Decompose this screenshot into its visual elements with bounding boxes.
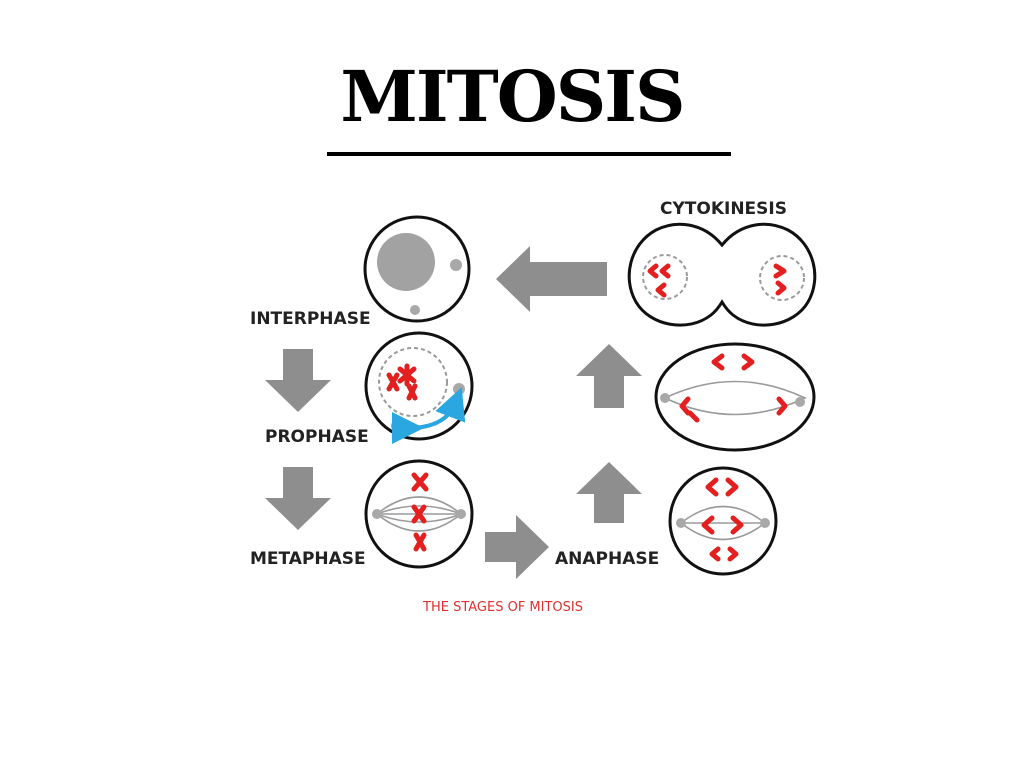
arrow-up-icon [576, 344, 642, 408]
title-underline [327, 152, 731, 156]
interphase-cell [363, 215, 471, 323]
label-cytokinesis: CYTOKINESIS [660, 199, 787, 219]
arrow-right-icon [485, 515, 549, 579]
arrow-down-icon [265, 349, 331, 412]
nucleus [377, 233, 435, 291]
arrow-down-icon [265, 467, 331, 530]
arrow-up-icon [576, 462, 642, 523]
label-prophase: PROPHASE [265, 427, 369, 447]
label-interphase: INTERPHASE [250, 309, 371, 329]
diagram-caption: THE STAGES OF MITOSIS [422, 600, 583, 615]
anaphase-cell [668, 466, 778, 576]
prophase-cell [364, 331, 474, 445]
label-metaphase: METAPHASE [250, 549, 366, 569]
page-title: MITOSIS [340, 55, 685, 138]
metaphase-cell [364, 459, 474, 569]
telophase-cell [654, 342, 816, 452]
cytokinesis-cells [627, 222, 817, 327]
label-anaphase: ANAPHASE [555, 549, 659, 569]
arrow-left-icon [496, 246, 607, 312]
